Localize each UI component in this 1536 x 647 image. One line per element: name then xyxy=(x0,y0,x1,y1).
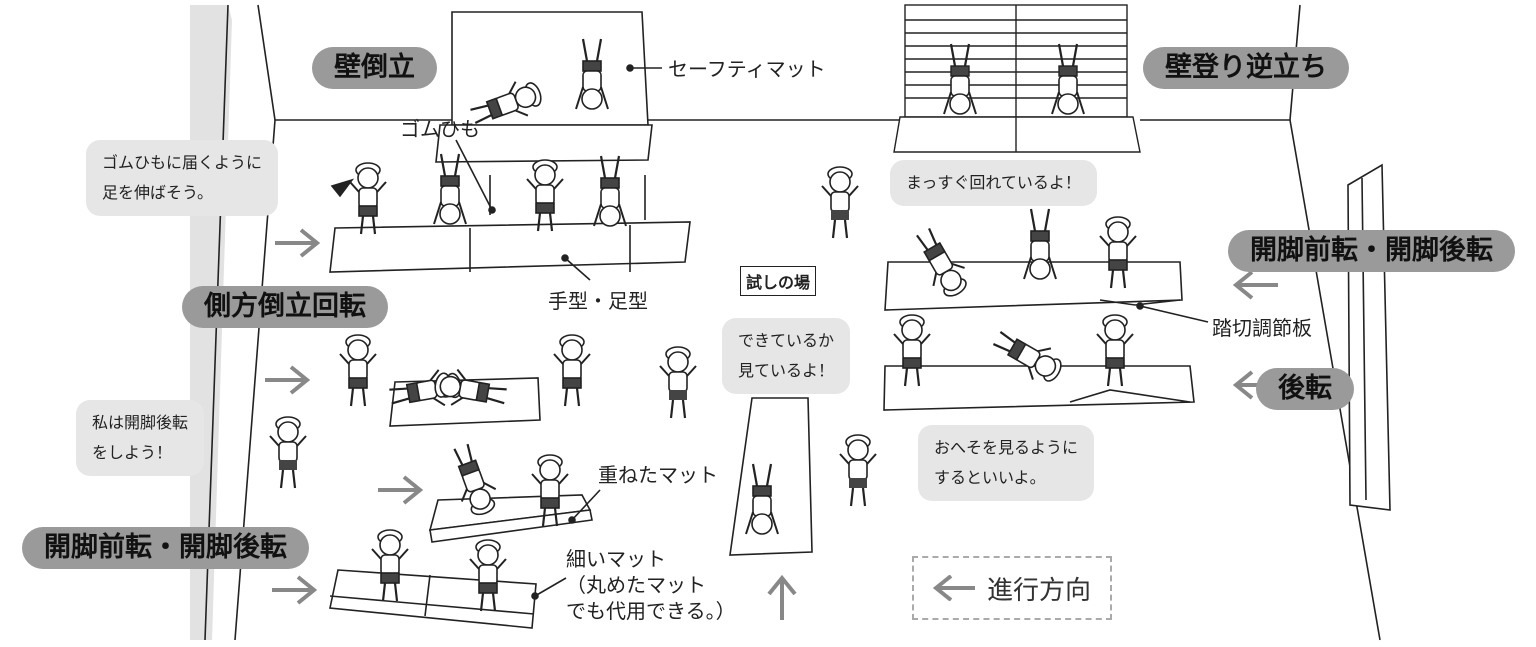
label-line: 細いマット xyxy=(566,547,666,571)
bubble-line: するといいよ。 xyxy=(934,468,1046,487)
trial-mat xyxy=(729,397,813,556)
leader-lines xyxy=(330,64,1209,600)
label-hand-foot-marks: 手型・足型 xyxy=(548,289,648,313)
heading-backward-roll: 後転 xyxy=(1256,368,1354,410)
wall-bars xyxy=(893,4,1141,153)
label-stacked-mats: 重ねたマット xyxy=(598,463,718,487)
child-figure-adviser xyxy=(838,433,878,508)
label-thin-mat: 細いマット （丸めたマット でも代用できる。） xyxy=(566,546,736,624)
straddle-roll-mats xyxy=(884,207,1183,311)
speech-bubble-rolling-straight: まっすぐ回れているよ！ xyxy=(890,160,1097,206)
heading-wall-climb-handstand: 壁登り逆立ち xyxy=(1143,47,1349,89)
bubble-line: 私は開脚後転 xyxy=(92,413,189,432)
heading-straddle-rolls-right: 開脚前転・開脚後転 xyxy=(1228,230,1515,272)
child-figure-observer xyxy=(658,345,698,420)
left-arrow-icon xyxy=(932,575,977,601)
safety-mat-station xyxy=(435,11,653,163)
thin-mat-station xyxy=(329,528,537,629)
bubble-line: をしよう！ xyxy=(92,443,173,462)
speech-bubble-watching: できているか 見ているよ！ xyxy=(722,318,851,394)
bubble-line: 見ているよ！ xyxy=(738,361,835,380)
heading-cartwheel: 側方倒立回転 xyxy=(182,286,388,328)
heading-straddle-rolls-left: 開脚前転・開脚後転 xyxy=(22,527,309,569)
direction-legend: 進行方向 xyxy=(912,556,1112,620)
heading-wall-handstand: 壁倒立 xyxy=(312,47,437,89)
rubber-string-mat xyxy=(329,152,691,273)
bubble-line: できているか xyxy=(738,331,835,350)
stacked-mats xyxy=(428,439,593,543)
label-springboard: 踏切調節板 xyxy=(1212,316,1312,340)
speech-bubble-look-belly: おへそを見るように するといいよ。 xyxy=(918,425,1095,501)
bubble-line: 足を伸ばそう。 xyxy=(102,183,214,202)
bubble-line: まっすぐ回れているよ！ xyxy=(906,173,1081,192)
backward-roll-mat xyxy=(883,313,1195,411)
label-trial-area: 試しの場 xyxy=(740,266,817,296)
direction-legend-text: 進行方向 xyxy=(986,575,1091,606)
bubble-line: おへそを見るように xyxy=(934,438,1079,457)
child-figure-coach xyxy=(820,165,860,240)
label-safety-mat: セーフティマット xyxy=(668,57,826,81)
speech-bubble-straddle-back: 私は開脚後転 をしよう！ xyxy=(76,400,205,476)
cartwheel-mat xyxy=(338,333,592,427)
label-line: （丸めたマット xyxy=(566,573,706,597)
label-rubber-string: ゴムひも xyxy=(400,117,480,141)
child-figure-girl xyxy=(268,415,308,490)
speech-bubble-reach-string: ゴムひもに届くように 足を伸ばそう。 xyxy=(86,140,279,216)
label-line: でも代用できる。） xyxy=(566,599,736,623)
bubble-line: ゴムひもに届くように xyxy=(102,153,263,172)
